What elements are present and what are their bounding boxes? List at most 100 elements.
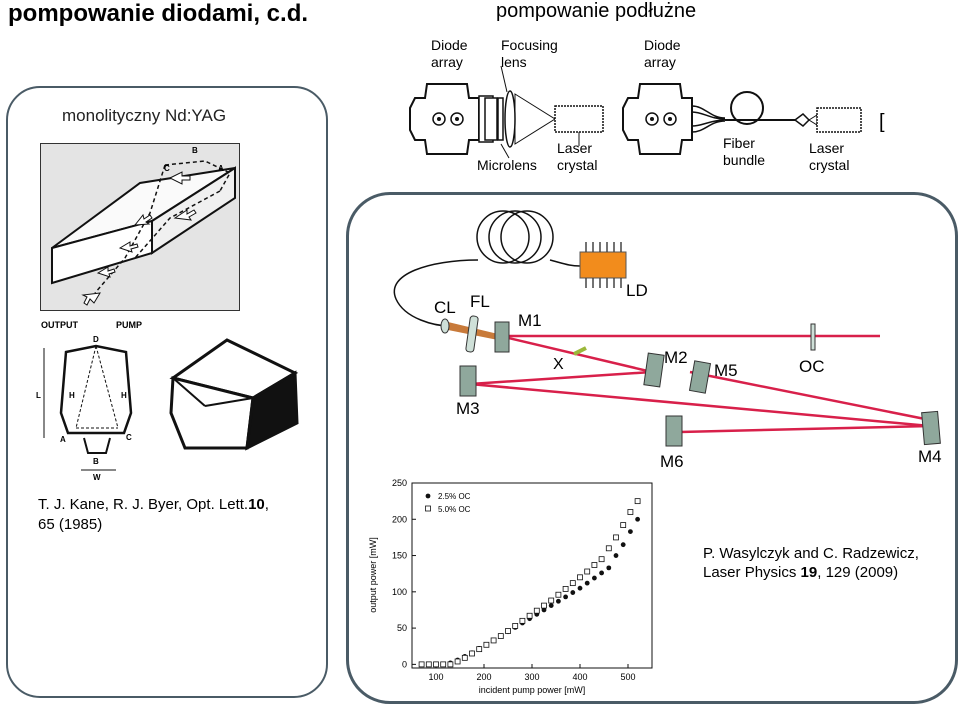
citation-left-pages: 65 (1985)	[38, 516, 103, 533]
leader-line	[500, 65, 508, 93]
fiber-to-ld	[549, 259, 581, 267]
data-point-2-5-oc	[548, 603, 554, 609]
mirror-m3	[459, 365, 477, 397]
ld-pins	[585, 242, 622, 288]
beam-segment	[469, 370, 653, 386]
data-point-5-0-oc	[562, 586, 569, 592]
data-point-2-5-oc	[556, 598, 561, 604]
arrow-icon	[118, 241, 139, 253]
crystal-x	[573, 346, 587, 356]
label-laser-2: Laser	[809, 140, 844, 156]
label-x: X	[553, 356, 564, 373]
data-point-5-0-oc	[490, 637, 497, 644]
citation-right-journal: Laser Physics	[703, 564, 801, 581]
crystal-ray-path	[164, 160, 232, 192]
laser-setup-diagram: LD CL FL M1 X M2 M5 OC M3 M6 M4	[393, 210, 942, 471]
data-point-5-0-oc	[497, 633, 504, 639]
x-tick-label: 200	[476, 672, 491, 682]
label-diode-array-1b: array	[431, 54, 463, 70]
output-label: OUTPUT	[41, 320, 79, 330]
cut-bracket: [	[879, 111, 885, 133]
diode-dot	[437, 117, 441, 121]
crystal-label-b: B	[192, 146, 198, 155]
data-point-5-0-oc	[584, 568, 591, 575]
diode-circle	[645, 112, 659, 126]
y-tick-label: 100	[392, 587, 407, 597]
label-diode-array-1a: Diode	[431, 37, 468, 53]
data-point-5-0-oc	[577, 574, 583, 581]
laser-diode	[579, 242, 627, 288]
legend-marker-open	[425, 505, 431, 512]
arrow-icon	[96, 266, 116, 278]
crystal-label-a: A	[218, 164, 224, 173]
l-label: L	[36, 391, 41, 400]
data-point-2-5-oc	[577, 585, 583, 591]
citation-right-volume: 19	[800, 564, 818, 581]
ld-body	[579, 251, 627, 279]
coil-loop	[476, 210, 530, 264]
scheme-2: Diode array Fiber bundle Laser crystal [	[622, 37, 885, 173]
fiber-cone	[808, 114, 818, 126]
label-cl: CL	[434, 298, 456, 317]
mirror-m2	[643, 352, 665, 388]
mirror-m1	[494, 321, 510, 353]
x-axis-label: incident pump power [mW]	[479, 685, 586, 695]
legend-marker-filled	[425, 493, 431, 499]
slide-title: pompowanie diodami, c.d.	[8, 0, 309, 27]
data-point-5-0-oc	[440, 661, 447, 668]
data-point-5-0-oc	[605, 545, 612, 552]
arrow-icon	[173, 209, 197, 221]
label-lens: lens	[501, 54, 527, 70]
data-point-2-5-oc	[628, 529, 633, 535]
slide-subtitle: pompowanie podłużne	[496, 0, 697, 22]
citation-left-comma: ,	[264, 496, 269, 513]
focus-cone	[514, 93, 556, 145]
data-point-5-0-oc	[541, 602, 547, 609]
label-oc: OC	[799, 357, 825, 376]
data-point-5-0-oc	[505, 628, 511, 634]
diode-dot	[668, 117, 672, 121]
left-panel-heading: monolityczny Nd:YAG	[62, 106, 227, 125]
label-m6: M6	[660, 452, 684, 471]
arrow-icon	[168, 171, 191, 185]
arrow-icon	[133, 213, 153, 226]
label-microlens: Microlens	[477, 157, 537, 173]
crystal-label-c: C	[164, 164, 170, 173]
data-point-2-5-oc	[599, 570, 604, 576]
citation-right-pages: , 129 (2009)	[817, 564, 899, 581]
label-ld: LD	[626, 281, 648, 300]
data-point-5-0-oc	[634, 498, 641, 505]
data-point-5-0-oc	[433, 661, 439, 668]
focusing-lens	[504, 90, 516, 148]
label-fiber: Fiber	[723, 135, 755, 151]
data-point-5-0-oc	[548, 597, 555, 604]
mirror-m5	[688, 360, 712, 394]
a-label: A	[60, 435, 66, 444]
data-point-5-0-oc	[476, 646, 483, 653]
citation-left-volume: 10	[248, 496, 265, 513]
diode-circle	[450, 112, 464, 126]
data-point-5-0-oc	[469, 650, 475, 657]
data-point-5-0-oc	[620, 522, 627, 528]
pump-label: PUMP	[116, 320, 142, 330]
data-point-2-5-oc	[563, 594, 568, 600]
data-point-5-0-oc	[519, 617, 526, 624]
data-point-5-0-oc	[533, 607, 540, 614]
data-point-2-5-oc	[606, 565, 612, 571]
b-label: B	[93, 457, 99, 466]
citation-right-authors: P. Wasylczyk and C. Radzewicz,	[703, 545, 919, 562]
laser-beam-paths	[469, 334, 931, 434]
x-tick-label: 100	[428, 672, 443, 682]
data-point-2-5-oc	[635, 516, 640, 522]
legend-label-1: 2.5% OC	[438, 492, 471, 501]
data-point-5-0-oc	[512, 623, 519, 629]
label-m3: M3	[456, 399, 480, 418]
crystal-ray-path-3	[134, 190, 221, 259]
legend-label-2: 5.0% OC	[438, 505, 471, 514]
fiber-bundle-input	[691, 105, 726, 133]
diode-circle	[663, 112, 677, 126]
beam-segment	[469, 382, 931, 428]
data-point-5-0-oc	[613, 534, 619, 541]
focusing-lens-fl	[465, 315, 479, 353]
